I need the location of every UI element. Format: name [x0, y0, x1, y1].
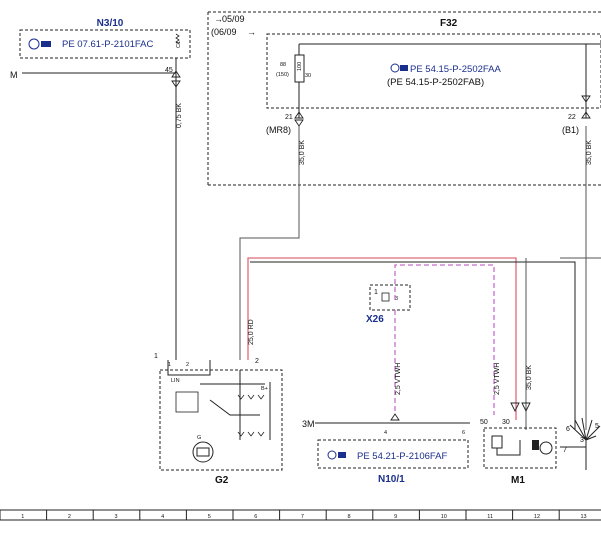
wrench-icon [28, 38, 51, 50]
grid-label: 1 [21, 514, 24, 520]
g2-generator-symbol [192, 441, 214, 463]
f32-date-to: (06/09 [211, 27, 237, 37]
n10-1-label: N10/1 [378, 474, 405, 485]
g2-diodes [237, 394, 265, 437]
n10-1-pin-3m: 3M [302, 419, 315, 429]
component-x26[interactable]: 1 3 X26 [366, 284, 411, 325]
ground-pin-7: 7 [563, 447, 567, 454]
component-f32[interactable]: → 05/09 (06/09 → F32 100 88 (150) 30 PE … [207, 11, 601, 186]
n10-1-pin-4: 4 [384, 430, 387, 436]
wrench-icon [327, 450, 346, 460]
component-n10-1[interactable]: 3M 4 6 PE 54.21-P-2106FAF N10/1 [302, 419, 470, 485]
connector-mr8 [294, 111, 304, 127]
ground-star: 6 5 3 7 [560, 417, 601, 470]
g2-term-lin: LIN [171, 378, 180, 384]
m1-motor-symbol [539, 441, 553, 455]
wrench-icon [390, 63, 408, 73]
connector-b1-label: (B1) [562, 125, 579, 135]
fuse-100-label: 100 [297, 62, 303, 71]
f32-date-arrow-2: → [247, 27, 256, 37]
connector-mr8-label: (MR8) [266, 125, 291, 135]
ground-pin-6: 6 [566, 426, 570, 433]
n3-10-ref-link[interactable]: PE 07.61-P-2101FAC [62, 39, 153, 50]
f32-pin-22: 22 [568, 114, 576, 121]
n3-10-label: N3/10 [97, 18, 124, 29]
connector-b1 [581, 95, 591, 119]
wire-350bk-left [239, 126, 300, 360]
grid-label: 13 [581, 514, 587, 520]
wire-350bk-m1-label: 35,0 BK [526, 365, 533, 390]
fuse-pin-30: 30 [305, 73, 311, 79]
wire-350bk-right-label: 35,0 BK [586, 140, 593, 165]
grid-label: 2 [68, 514, 71, 520]
m1-label: M1 [511, 475, 525, 486]
g2-term-2: 2 [186, 362, 189, 368]
wire-25vtwh-label-2: 2,5 VTWH [494, 363, 501, 395]
f32-ref-2-link[interactable]: (PE 54.15-P-2502FAB) [387, 77, 484, 88]
n10-1-ref-link[interactable]: PE 54.21-P-2106FAF [357, 451, 447, 462]
x26-label: X26 [366, 314, 384, 325]
g2-pin-2: 2 [255, 358, 259, 365]
wire-075bk-label: 0,75 BK [176, 103, 183, 128]
g2-regulator [175, 391, 199, 413]
component-g2[interactable]: G2 1 2 1 2 LIN B+ G [154, 353, 283, 486]
wire-250rd [247, 257, 517, 420]
g2-label: G2 [215, 475, 229, 486]
component-m1[interactable]: 50 30 M1 [480, 402, 557, 486]
f32-ref-1-link[interactable]: PE 54.15-P-2502FAA [410, 64, 501, 75]
wire-25vtwh-label: 2,5 VTWH [395, 363, 402, 395]
grid-label: 6 [254, 514, 257, 520]
grid-label: 4 [161, 514, 164, 520]
f32-date-from: 05/09 [222, 14, 245, 24]
ground-pin-5: 5 [595, 423, 599, 430]
x26-pin-1: 1 [374, 289, 378, 296]
grid-label: 12 [534, 514, 540, 520]
f32-pin-21: 21 [285, 114, 293, 121]
ground-m-label: M [10, 70, 18, 80]
f32-label: F32 [440, 18, 458, 29]
x26-pin-3: 3 [395, 296, 398, 302]
grid-label: 9 [394, 514, 397, 520]
grid-label: 7 [301, 514, 304, 520]
grid-label: 11 [487, 514, 493, 520]
grid-label: 3 [115, 514, 118, 520]
f32-date-arrow: → [214, 14, 223, 24]
wire-350bk-left-label: 35,0 BK [299, 140, 306, 165]
m1-pin-30: 30 [502, 419, 510, 426]
grid-label: 10 [441, 514, 447, 520]
component-n3-10[interactable]: N3/10 PE 07.61-P-2101FAC 45 C1 [19, 18, 191, 74]
n3-10-pin-c1: C1 [176, 41, 182, 48]
wire-250rd-label: 25,0 RD [248, 319, 255, 345]
m1-pin-50: 50 [480, 419, 488, 426]
grid-label: 8 [348, 514, 351, 520]
grid-label: 5 [208, 514, 211, 520]
g2-pin-1: 1 [154, 353, 158, 360]
g2-term-bplus: B+ [261, 386, 268, 392]
n10-1-pin-6: 6 [462, 430, 465, 436]
g2-term-g: G [197, 435, 201, 441]
g2-term-1: 1 [168, 362, 171, 368]
wire-25vtwh-top [394, 264, 495, 415]
fuse-pin-88: 88 [280, 62, 286, 68]
fuse-pin-150: (150) [276, 72, 289, 78]
ground-pin-3: 3 [580, 437, 584, 444]
n3-10-pin-45: 45 [165, 67, 173, 74]
